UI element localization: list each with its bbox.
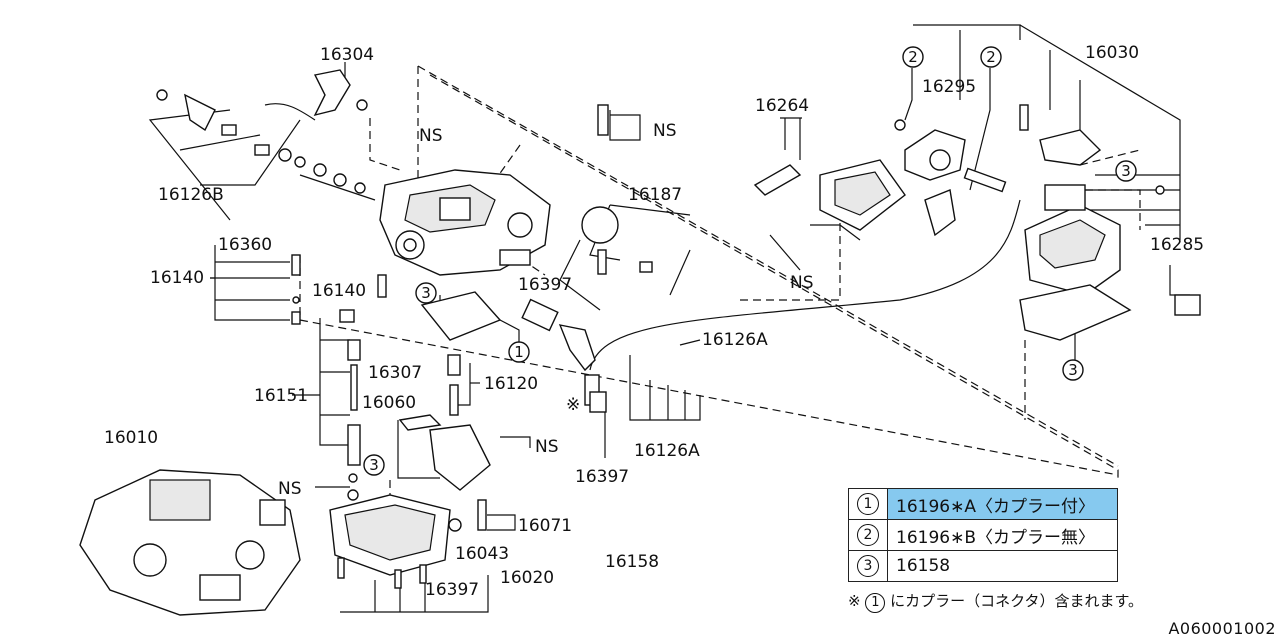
label-16060: 16060 <box>362 393 416 413</box>
svg-text:2: 2 <box>908 48 918 66</box>
svg-text:2: 2 <box>986 48 996 66</box>
legend-text-2[interactable]: 16196∗B〈カプラー無〉 <box>887 519 1118 551</box>
legend-table: 1 16196∗A〈カプラー付〉 2 16196∗B〈カプラー無〉 3 1615… <box>848 488 1118 582</box>
label-16126b: 16126B <box>158 185 224 205</box>
svg-text:1: 1 <box>514 343 524 361</box>
footnote-mark: ※ <box>848 592 861 610</box>
svg-text:3: 3 <box>369 456 379 474</box>
leader-lines <box>148 24 1190 613</box>
callout-3-lower-right: 3 <box>1062 359 1084 381</box>
svg-text:3: 3 <box>1121 162 1131 180</box>
float-chamber-16020 <box>329 494 487 589</box>
diaphragm-16187 <box>559 104 691 311</box>
callout-3-bottom: 3 <box>363 454 385 476</box>
label-16030: 16030 <box>1085 43 1139 63</box>
label-16285: 16285 <box>1150 235 1204 255</box>
label-16264: 16264 <box>755 96 809 116</box>
callout-2-right: 2 <box>980 46 1002 68</box>
label-ns-bottom: NS <box>278 479 302 499</box>
label-16397-lower: 16397 <box>575 467 629 487</box>
footnote-num: 1 <box>865 593 886 613</box>
legend-num-2: 2 <box>857 524 879 546</box>
callout-2-left: 2 <box>902 46 924 68</box>
label-ns-left: NS <box>419 126 443 146</box>
legend-text-3[interactable]: 16158 <box>887 550 1118 582</box>
label-16304: 16304 <box>320 45 374 65</box>
svg-text:3: 3 <box>1068 361 1078 379</box>
carburetor-upper-16030 <box>1019 129 1201 341</box>
label-16307: 16307 <box>368 363 422 383</box>
drawing-code: A060001002 <box>1168 619 1276 638</box>
label-16010: 16010 <box>104 428 158 448</box>
legend-row-1[interactable]: 1 16196∗A〈カプラー付〉 <box>848 488 1118 520</box>
choke-16264 <box>753 159 906 241</box>
legend-num-3: 3 <box>857 555 879 577</box>
carburetor-main-body <box>299 169 551 276</box>
label-16295: 16295 <box>922 77 976 97</box>
label-16158: 16158 <box>605 552 659 572</box>
label-16020: 16020 <box>500 568 554 588</box>
label-16360: 16360 <box>218 235 272 255</box>
footnote: ※ 1 にカプラー（コネクタ）含まれます。 <box>848 590 1143 613</box>
callouts: 1 2 2 3 3 3 3 <box>363 46 1137 476</box>
label-16120: 16120 <box>484 374 538 394</box>
legend-row-3[interactable]: 3 16158 <box>848 550 1118 582</box>
legend-num-1: 1 <box>857 493 879 515</box>
jet-parts-16140 <box>291 254 387 325</box>
label-16151: 16151 <box>254 386 308 406</box>
label-16397-bottom: 16397 <box>425 580 479 600</box>
label-16126a-bottom: 16126A <box>634 441 700 461</box>
legend-row-2[interactable]: 2 16196∗B〈カプラー無〉 <box>848 519 1118 551</box>
reference-mark: ※ <box>566 395 580 415</box>
label-16397-middle: 16397 <box>518 275 572 295</box>
svg-text:3: 3 <box>421 284 431 302</box>
label-16140-left: 16140 <box>150 268 204 288</box>
label-ns-middle: NS <box>790 273 814 293</box>
label-16140-right: 16140 <box>312 281 366 301</box>
label-16071: 16071 <box>518 516 572 536</box>
label-ns-top: NS <box>653 121 677 141</box>
throttle-body-16010 <box>79 469 301 616</box>
linkage-parts-16304 <box>156 69 368 194</box>
actuator-16295 <box>894 104 1029 237</box>
label-16126a-top: 16126A <box>702 330 768 350</box>
part-labels: 16304 16126B 16360 16140 16140 16151 163… <box>104 43 1204 600</box>
legend-text-1[interactable]: 16196∗A〈カプラー付〉 <box>887 488 1118 520</box>
label-ns-center: NS <box>535 437 559 457</box>
footnote-text: にカプラー（コネクタ）含まれます。 <box>890 592 1144 610</box>
parts-16120-16060 <box>398 291 502 491</box>
label-16043: 16043 <box>455 544 509 564</box>
solenoid-16397 <box>521 298 607 413</box>
needle-valve-16151 <box>339 309 361 501</box>
callout-3-upper-right: 3 <box>1115 160 1137 182</box>
callout-1: 1 <box>508 341 530 363</box>
label-16187: 16187 <box>628 185 682 205</box>
callout-3-left: 3 <box>415 282 437 304</box>
